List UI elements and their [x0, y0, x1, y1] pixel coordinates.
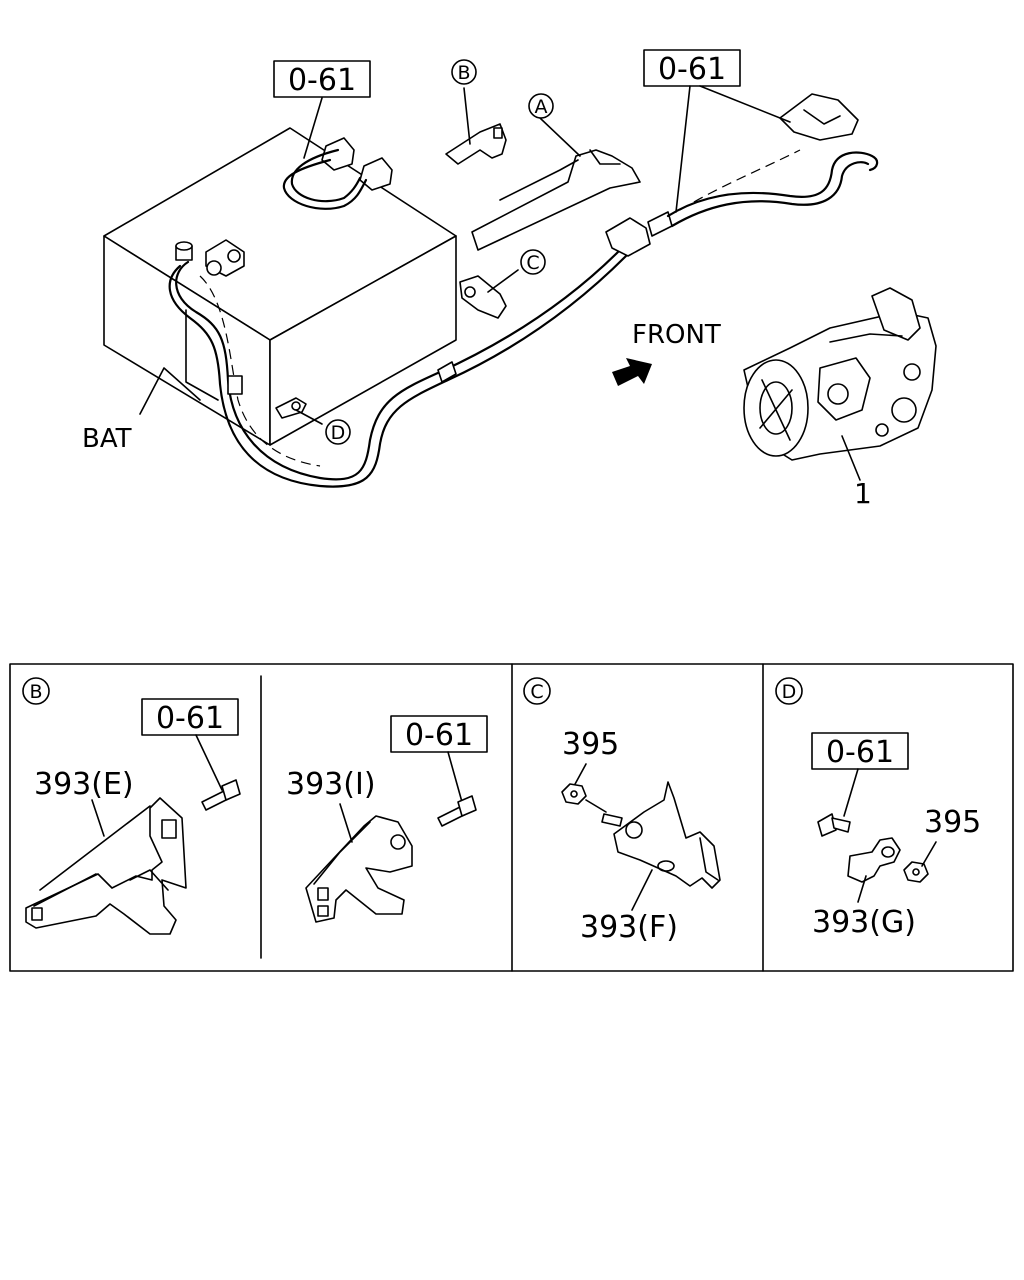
- ref-box-right-text: 0-61: [658, 52, 726, 87]
- front-label: FRONT: [632, 320, 721, 350]
- panel-c-tag: C: [530, 681, 543, 703]
- bracket-a: [471, 149, 641, 251]
- detail-panels-frame: [9, 663, 1014, 972]
- bolt: [201, 779, 241, 811]
- part-1-label: 1: [854, 477, 872, 510]
- callout-c-text: C: [526, 252, 539, 274]
- panel-c-nut: 395: [562, 727, 619, 762]
- starter-motor: [743, 287, 937, 461]
- bat-label: BAT: [82, 424, 132, 454]
- callout-a-text: A: [535, 96, 548, 118]
- bracket-393i: [305, 815, 413, 923]
- bolt: [817, 813, 851, 837]
- panel-d-ref: 0-61: [826, 735, 894, 770]
- front-arrow-icon: [612, 358, 652, 386]
- top-leader-lines: [139, 85, 861, 481]
- ref-box-right: 0-61: [643, 49, 741, 87]
- callout-b-text: B: [457, 62, 470, 84]
- battery: [103, 127, 457, 446]
- callout-d-text: D: [331, 422, 346, 444]
- panel-d-nut: 395: [924, 805, 981, 840]
- nut-icon: [903, 861, 929, 883]
- panel-c-part: 393(F): [580, 910, 678, 945]
- bolt: [437, 795, 477, 827]
- bracket-b: [445, 123, 507, 165]
- ref-box-left: 0-61: [273, 60, 371, 98]
- nut-icon: [561, 783, 587, 805]
- callout-b: B: [451, 59, 477, 85]
- panel-b-right-part: 393(I): [286, 767, 376, 802]
- bracket-393g: [847, 837, 901, 883]
- panel-d-tag: D: [782, 681, 797, 703]
- panel-c: C 395 393(F): [523, 677, 721, 945]
- ref-box-left-text: 0-61: [288, 63, 356, 98]
- starter-cable: [605, 93, 879, 257]
- panel-d: D 0-61 395 393(G): [775, 677, 981, 940]
- panel-b-left-part: 393(E): [34, 767, 134, 802]
- panel-b-left-ref: 0-61: [156, 701, 224, 736]
- bolt: [601, 813, 623, 827]
- battery-top-cable: [282, 148, 368, 210]
- battery-cable: [168, 248, 628, 488]
- panel-b: B 0-61 393(E) 0-61: [22, 677, 488, 935]
- panel-d-part: 393(G): [812, 905, 916, 940]
- panel-b-right-ref: 0-61: [405, 718, 473, 753]
- callout-a: A: [528, 93, 554, 119]
- bracket-393e: [25, 797, 187, 935]
- callout-d: D: [325, 419, 351, 445]
- callout-c: C: [520, 249, 546, 275]
- bracket-c: [459, 275, 507, 319]
- bracket-393f: [613, 781, 721, 889]
- panel-b-tag: B: [29, 681, 42, 703]
